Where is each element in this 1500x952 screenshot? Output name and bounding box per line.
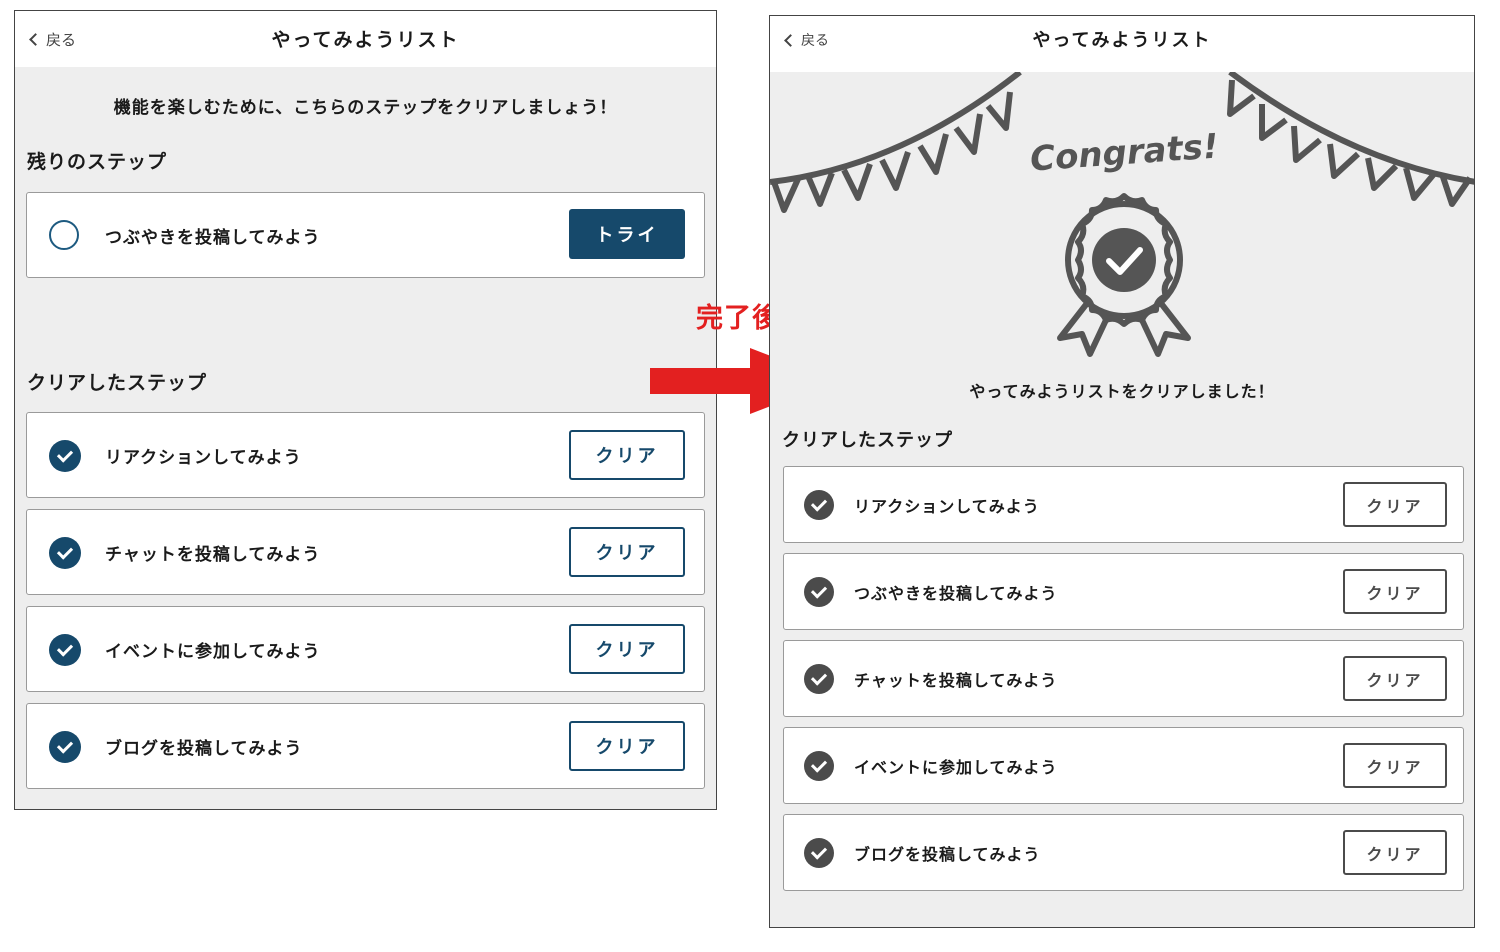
empty-circle-icon <box>49 220 79 250</box>
nav-bar: 戻る やってみようリスト <box>770 16 1474 72</box>
bunting-banner-icon <box>1227 72 1474 207</box>
remaining-heading: 残りのステップ <box>27 151 168 173</box>
congrats-illustration: Congrats! <box>770 72 1474 357</box>
before-screen: 戻る やってみようリスト 機能を楽しむために、こちらのステップをクリアしましょう… <box>14 10 717 810</box>
step-label: イベントに参加してみよう <box>854 758 1058 777</box>
step-card-cleared: チャットを投稿してみよう クリア <box>783 640 1464 717</box>
step-label: チャットを投稿してみよう <box>105 545 321 565</box>
step-label: つぶやきを投稿してみよう <box>105 228 321 248</box>
page-title: やってみようリスト <box>1032 30 1212 51</box>
cleared-heading: クリアしたステップ <box>782 430 953 451</box>
award-badge-icon <box>1057 193 1191 357</box>
step-card-cleared: イベントに参加してみよう クリア <box>26 606 705 692</box>
congrats-text: Congrats! <box>1029 126 1220 179</box>
after-completion-label: 完了後 <box>696 303 780 334</box>
check-circle-icon <box>804 577 834 607</box>
cleared-heading: クリアしたステップ <box>27 372 208 394</box>
step-label: つぶやきを投稿してみよう <box>854 584 1058 603</box>
back-label: 戻る <box>801 33 829 49</box>
check-circle-icon <box>49 440 81 472</box>
step-label: リアクションしてみよう <box>105 448 302 468</box>
check-circle-icon <box>804 751 834 781</box>
step-label: リアクションしてみよう <box>854 497 1040 516</box>
try-button[interactable]: トライ <box>569 209 685 259</box>
step-card-cleared: つぶやきを投稿してみよう クリア <box>783 553 1464 630</box>
check-circle-icon <box>804 838 834 868</box>
clear-button[interactable]: クリア <box>569 624 685 674</box>
intro-text: 機能を楽しむために、こちらのステップをクリアしましょう！ <box>113 98 618 118</box>
step-card-cleared: ブログを投稿してみよう クリア <box>783 814 1464 891</box>
step-card-cleared: リアクションしてみよう クリア <box>783 466 1464 543</box>
step-card-cleared: チャットを投稿してみよう クリア <box>26 509 705 595</box>
check-circle-icon <box>804 490 834 520</box>
page-title: やってみようリスト <box>271 29 460 51</box>
clear-button[interactable]: クリア <box>1343 482 1447 527</box>
clear-button[interactable]: クリア <box>1343 743 1447 788</box>
bunting-banner-icon <box>770 72 1022 213</box>
step-label: ブログを投稿してみよう <box>105 739 303 759</box>
nav-bar: 戻る やってみようリスト <box>15 11 716 67</box>
step-label: イベントに参加してみよう <box>105 642 321 662</box>
step-card-cleared: リアクションしてみよう クリア <box>26 412 705 498</box>
back-label: 戻る <box>46 31 77 49</box>
clear-button[interactable]: クリア <box>1343 569 1447 614</box>
clear-button[interactable]: クリア <box>569 430 685 480</box>
clear-button[interactable]: クリア <box>1343 656 1447 701</box>
check-circle-icon <box>804 664 834 694</box>
step-card-cleared: イベントに参加してみよう クリア <box>783 727 1464 804</box>
clear-button[interactable]: クリア <box>569 527 685 577</box>
step-card-cleared: ブログを投稿してみよう クリア <box>26 703 705 789</box>
check-circle-icon <box>49 731 81 763</box>
step-label: ブログを投稿してみよう <box>854 845 1041 864</box>
back-button[interactable]: 戻る <box>29 29 77 50</box>
step-card-remaining: つぶやきを投稿してみよう トライ <box>26 192 705 278</box>
check-circle-icon <box>49 634 81 666</box>
clear-button[interactable]: クリア <box>1343 830 1447 875</box>
clear-button[interactable]: クリア <box>569 721 685 771</box>
after-screen: 戻る やってみようリスト <box>769 15 1475 928</box>
back-button[interactable]: 戻る <box>784 30 829 50</box>
completion-message: やってみようリストをクリアしました！ <box>969 382 1275 401</box>
check-circle-icon <box>49 537 81 569</box>
step-label: チャットを投稿してみよう <box>854 671 1058 690</box>
